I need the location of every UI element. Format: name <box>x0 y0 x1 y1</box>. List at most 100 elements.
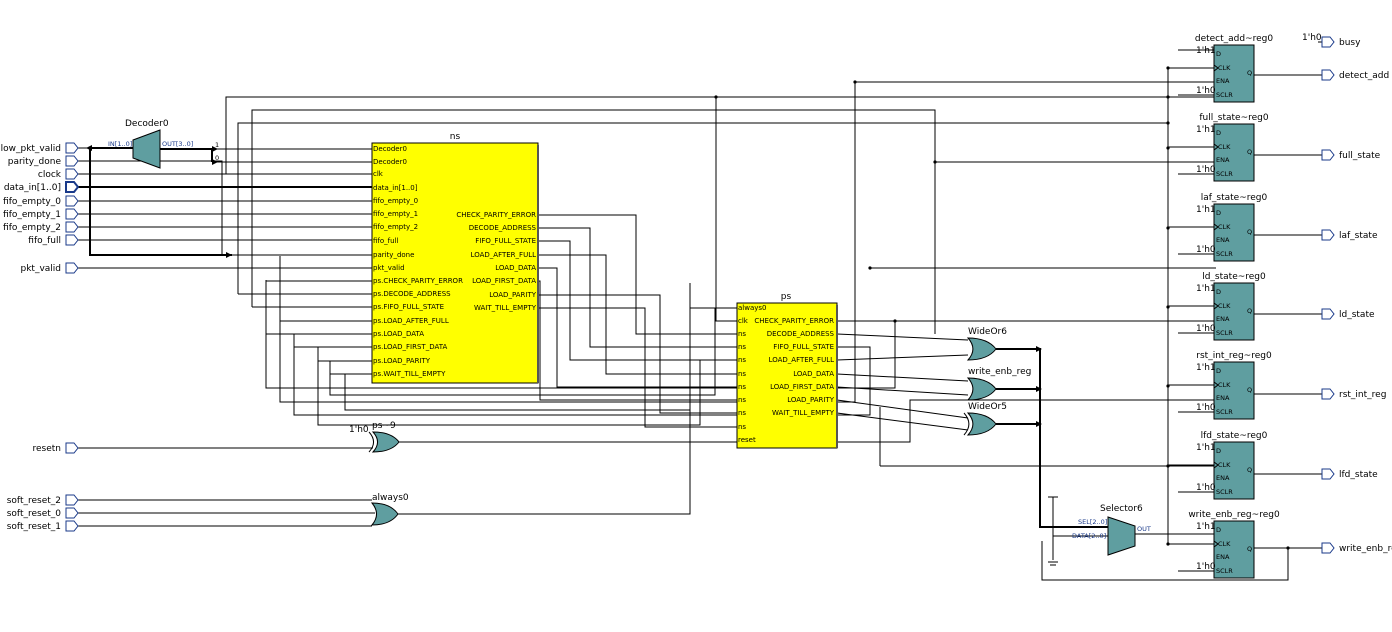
ps9-const: 1'h0 <box>349 425 369 435</box>
reg-port-clk-1: CLK <box>1218 143 1231 151</box>
output-pin-1 <box>1321 69 1335 81</box>
ps-out-0: CHECK_PARITY_ERROR <box>754 317 834 325</box>
ns-in-1: Decoder0 <box>373 158 407 166</box>
reg-port-d-6: D <box>1216 526 1221 534</box>
input-11-pin <box>65 507 79 519</box>
junction-dot <box>1166 66 1170 70</box>
reg-port-q-4: Q <box>1247 386 1252 394</box>
wideor5-gate-xor-line <box>963 412 970 436</box>
output-pin-0 <box>1321 36 1335 48</box>
ns-in-16: ps.LOAD_PARITY <box>373 357 431 365</box>
clk-tri-3 <box>1213 302 1219 310</box>
register-name-4: rst_int_reg~reg0 <box>1196 351 1272 361</box>
register-0 <box>1213 44 1255 103</box>
ns-title: ns <box>450 132 461 142</box>
w <box>160 148 213 162</box>
shapes <box>65 36 1335 579</box>
output-label-1: detect_add <box>1339 71 1389 81</box>
input-label-10: soft_reset_2 <box>7 496 61 506</box>
ns-block <box>371 142 539 384</box>
junction-dot <box>1166 95 1170 99</box>
input-6-pin <box>65 221 79 233</box>
reg-port-sclr-5: SCLR <box>1216 488 1233 496</box>
input-label-11: soft_reset_0 <box>7 509 62 519</box>
ns-in-7: fifo_full <box>373 237 399 245</box>
ns-ps-wire <box>538 267 737 388</box>
w <box>836 354 969 361</box>
reg-port-ena-2: ENA <box>1216 236 1230 244</box>
always0-label: always0 <box>372 493 409 503</box>
ns-out-1: DECODE_ADDRESS <box>469 224 537 232</box>
ps-out-5: LOAD_FIRST_DATA <box>770 383 834 391</box>
fb <box>317 347 737 426</box>
input-label-1: parity_done <box>8 157 62 167</box>
ps-in-6: ns <box>738 383 746 391</box>
ps9-gate-xor-line <box>368 431 375 453</box>
input-label-2: clock <box>38 170 62 180</box>
reg-port-ena-3: ENA <box>1216 315 1230 323</box>
ns-out-2: FIFO_FULL_STATE <box>475 237 536 245</box>
ns-out-7: WAIT_TILL_EMPTY <box>474 304 537 312</box>
w <box>836 386 969 396</box>
always0-gate <box>370 502 399 526</box>
register-2 <box>1213 203 1255 262</box>
reg-port-clk-6: CLK <box>1218 540 1231 548</box>
junction-dot <box>868 266 872 270</box>
junction-dot <box>1166 226 1170 230</box>
input-label-8: pkt_valid <box>20 264 61 274</box>
write-enb-gate <box>966 377 997 401</box>
reg-port-clk-4: CLK <box>1218 381 1231 389</box>
ns-in-11: ps.DECODE_ADDRESS <box>373 290 451 298</box>
arrow <box>1036 421 1042 427</box>
wideor6-label: WideOr6 <box>968 327 1007 337</box>
register-h0-6: 1'h0 <box>1196 562 1216 572</box>
ns-in-17: ps.WAIT_TILL_EMPTY <box>373 370 446 378</box>
decoder-bit0: 0 <box>215 154 219 162</box>
reg-port-ena-6: ENA <box>1216 553 1230 561</box>
reg-port-ena-1: ENA <box>1216 156 1230 164</box>
register-name-1: full_state~reg0 <box>1199 113 1268 123</box>
register-6 <box>1213 520 1255 579</box>
reg-port-d-0: D <box>1216 50 1221 58</box>
ps9-gate <box>371 431 400 453</box>
input-5-pin <box>65 208 79 220</box>
ps-out-3: LOAD_AFTER_FULL <box>769 356 835 364</box>
ns-ps-wire <box>538 214 737 335</box>
ps-in-1: clk <box>738 317 749 325</box>
ps-in-10: reset <box>738 436 756 444</box>
junction-dot <box>933 160 937 164</box>
ns-in-13: ps.LOAD_AFTER_FULL <box>373 317 449 325</box>
ps-in-5: ns <box>738 370 746 378</box>
ns-in-2: clk <box>373 170 384 178</box>
ns-in-3: data_in[1..0] <box>373 184 418 192</box>
clk-tri-6 <box>1213 540 1219 548</box>
ns-out-4: LOAD_DATA <box>495 264 536 272</box>
ps-in-3: ns <box>738 343 746 351</box>
w <box>836 412 969 431</box>
input-10-pin <box>65 494 79 506</box>
fb-write <box>1041 541 1289 581</box>
fb <box>237 122 1168 294</box>
w <box>996 348 1108 528</box>
output-label-6: lfd_state <box>1339 470 1378 480</box>
junction-dot <box>1166 384 1170 388</box>
register-h1-1: 1'h1 <box>1196 125 1216 135</box>
reg-port-sclr-4: SCLR <box>1216 408 1233 416</box>
arrow <box>212 159 218 165</box>
reg-port-ena-4: ENA <box>1216 394 1230 402</box>
ns-out-3: LOAD_AFTER_FULL <box>471 251 537 259</box>
w <box>836 373 969 382</box>
output-label-5: rst_int_reg <box>1339 390 1386 400</box>
input-label-4: fifo_empty_0 <box>3 197 61 207</box>
input-2-pin <box>65 168 79 180</box>
output-pin-6 <box>1321 468 1335 480</box>
junction-dot <box>893 319 897 323</box>
input-0-pin <box>65 142 79 154</box>
output-pin-7 <box>1321 542 1335 554</box>
ps-block <box>736 302 838 449</box>
ps-out-6: LOAD_PARITY <box>787 396 834 404</box>
output-label-4: ld_state <box>1339 310 1375 320</box>
selector-data: DATA[2..0] <box>1072 532 1106 540</box>
register-h0-1: 1'h0 <box>1196 165 1216 175</box>
